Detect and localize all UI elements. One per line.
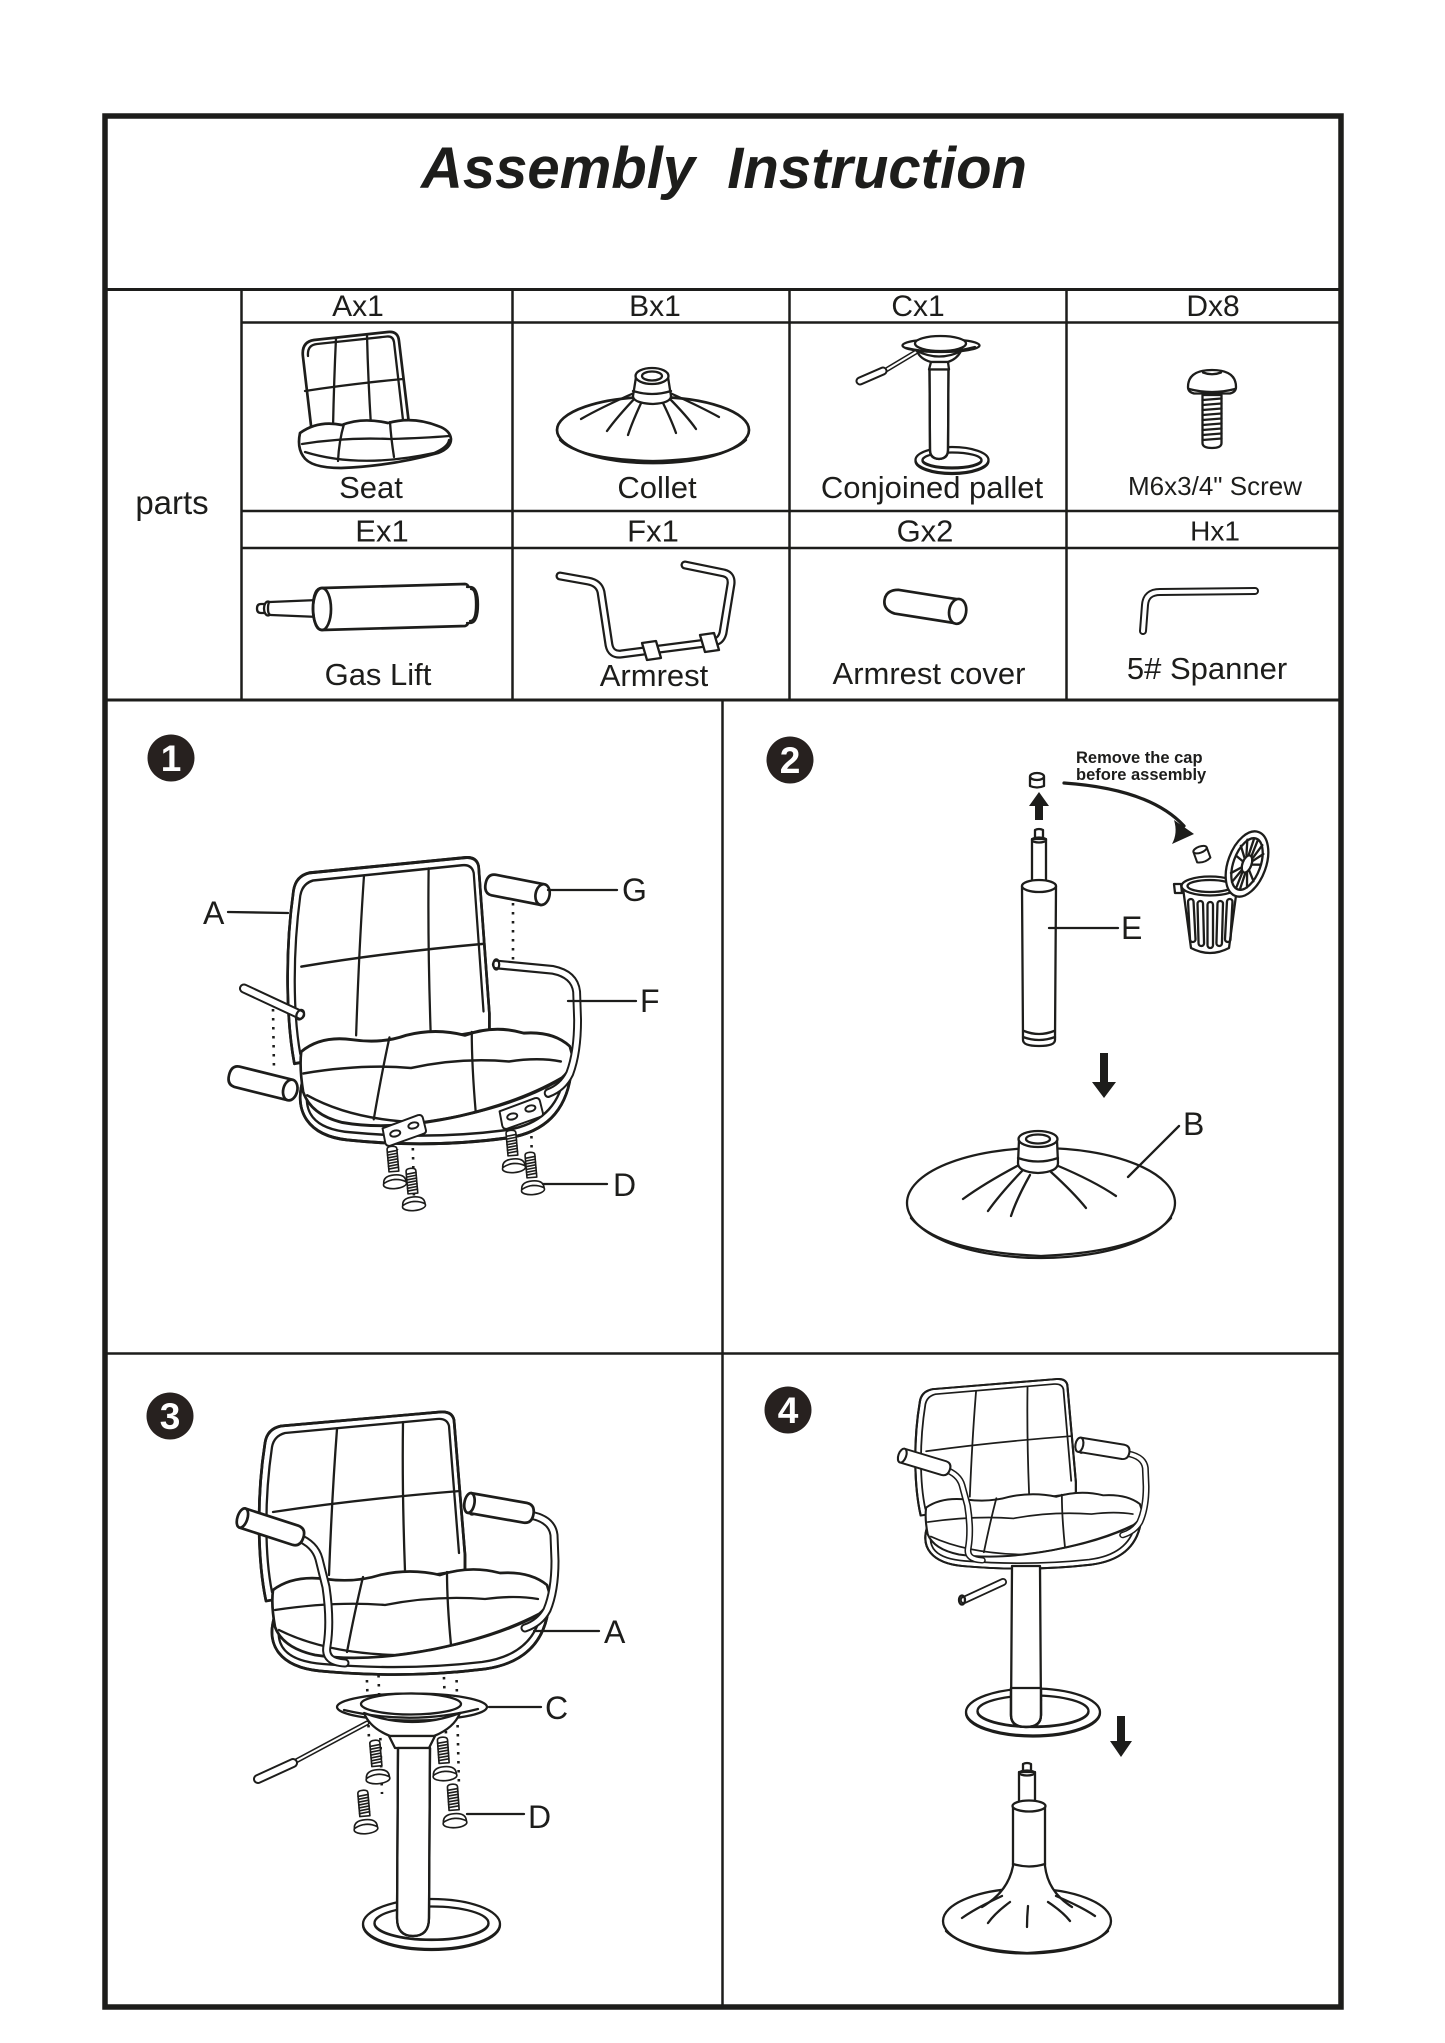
svg-text:1: 1 bbox=[161, 738, 182, 779]
svg-text:Cx1: Cx1 bbox=[891, 290, 944, 323]
svg-text:A: A bbox=[203, 895, 225, 931]
svg-text:D: D bbox=[613, 1167, 636, 1203]
svg-text:M6x3/4" Screw: M6x3/4" Screw bbox=[1128, 471, 1302, 501]
svg-text:Gas Lift: Gas Lift bbox=[325, 657, 432, 692]
svg-text:Hx1: Hx1 bbox=[1190, 516, 1240, 547]
svg-text:5# Spanner: 5# Spanner bbox=[1127, 651, 1287, 686]
svg-text:2: 2 bbox=[780, 740, 801, 781]
svg-text:B: B bbox=[1183, 1106, 1204, 1142]
svg-text:Conjoined pallet: Conjoined pallet bbox=[821, 470, 1044, 505]
svg-text:F: F bbox=[640, 983, 660, 1019]
svg-text:Ex1: Ex1 bbox=[355, 514, 408, 549]
svg-text:before assembly: before assembly bbox=[1076, 766, 1207, 784]
svg-text:Bx1: Bx1 bbox=[629, 290, 681, 323]
svg-text:Fx1: Fx1 bbox=[627, 514, 679, 549]
svg-text:Ax1: Ax1 bbox=[332, 290, 384, 323]
svg-text:Dx8: Dx8 bbox=[1186, 290, 1239, 323]
svg-text:Remove the cap: Remove the cap bbox=[1076, 749, 1203, 767]
svg-text:G: G bbox=[622, 872, 647, 908]
svg-text:Collet: Collet bbox=[617, 470, 697, 505]
svg-text:4: 4 bbox=[778, 1390, 799, 1431]
svg-text:Armrest: Armrest bbox=[600, 658, 709, 693]
svg-text:E: E bbox=[1121, 910, 1142, 946]
svg-text:3: 3 bbox=[160, 1396, 181, 1437]
svg-text:C: C bbox=[545, 1690, 568, 1726]
svg-text:Assembly Instruction: Assembly Instruction bbox=[419, 136, 1027, 201]
svg-text:Seat: Seat bbox=[339, 470, 403, 505]
svg-text:Armrest cover: Armrest cover bbox=[833, 656, 1026, 691]
svg-text:Gx2: Gx2 bbox=[897, 514, 954, 549]
svg-text:A: A bbox=[604, 1614, 626, 1650]
svg-text:parts: parts bbox=[135, 484, 208, 521]
svg-text:D: D bbox=[528, 1799, 551, 1835]
